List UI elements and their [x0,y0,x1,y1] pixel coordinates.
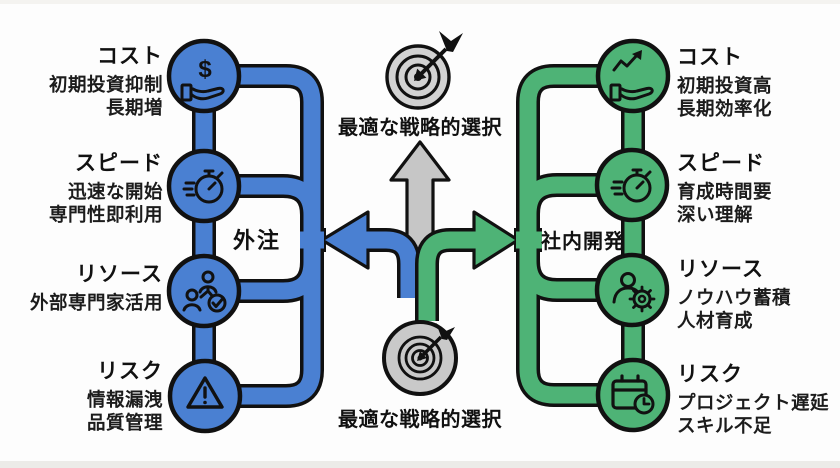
inhouse-risk-label: リスク プロジェクト遅延 スキル不足 [677,362,829,437]
item-line: プロジェクト遅延 [677,392,830,413]
item-line: 専門性即利用 [48,204,163,225]
item-line: ノウハウ蓄積 [677,287,792,308]
item-line: 育成時間要 [677,181,773,202]
inhouse-risk-node [595,357,671,433]
calendar-clock-icon [611,374,655,415]
inhouse-cost-node [595,38,671,114]
item-title: コスト [97,45,163,68]
top-edge-strip [0,0,840,4]
target-goal-top-icon [385,31,463,110]
outsourcing-speed-node [166,148,242,224]
outsourcing-resource-node [166,253,242,329]
item-line: 深い理解 [677,204,754,225]
outsourcing-speed-label: スピード 迅速な開始 専門性即利用 [49,151,163,226]
item-title: リソース [76,263,163,286]
top-goal-caption: 最適な戦略的選択 [338,117,502,139]
item-line: 迅速な開始 [67,181,163,202]
svg-text:$: $ [198,56,212,83]
target-goal-bottom-icon [382,320,458,396]
outsourcing-risk-label: リスク 情報漏洩 品質管理 [87,359,163,434]
hand-growth-icon [609,50,654,102]
inhouse-cost-label: コスト 初期投資高 長期効率化 [677,45,772,120]
item-title: リソース [677,258,764,281]
inhouse-branch-label: 社内開発 [541,231,625,253]
item-title: リスク [677,363,743,386]
item-title: リスク [97,360,163,383]
stopwatch-icon [610,168,652,203]
team-check-icon [182,270,227,313]
item-line: 品質管理 [86,412,163,433]
item-title: スピード [677,152,765,175]
hand-dollar-icon: $ [180,56,225,102]
inhouse-resource-label: リソース ノウハウ蓄積 人材育成 [677,257,791,332]
item-line: 初期投資抑制 [48,74,163,95]
item-line: 長期増 [105,97,163,118]
outsourcing-arrow [320,210,370,270]
item-title: スピード [75,152,163,175]
item-line: 初期投資高 [677,75,773,96]
item-line: 情報漏洩 [86,389,163,410]
item-line: 長期効率化 [677,98,773,119]
item-line: スキル不足 [677,415,773,436]
warning-icon [186,376,224,409]
item-title: コスト [677,46,743,69]
inhouse-speed-node [594,147,670,223]
item-line: 外部専門家活用 [29,292,163,313]
outsourcing-cost-label: コスト 初期投資抑制 長期増 [49,44,163,119]
stopwatch-icon [182,169,224,204]
inhouse-arrow [472,210,520,270]
inhouse-speed-label: スピード 育成時間要 深い理解 [677,151,772,226]
outsourcing-branch-label: 外注 [233,228,282,253]
outsourcing-resource-label: リソース 外部専門家活用 [30,262,163,314]
bottom-edge-strip [0,461,840,468]
person-gear-icon [612,272,656,313]
item-line: 人材育成 [677,310,754,331]
bottom-goal-caption: 最適な戦略的選択 [338,409,502,431]
